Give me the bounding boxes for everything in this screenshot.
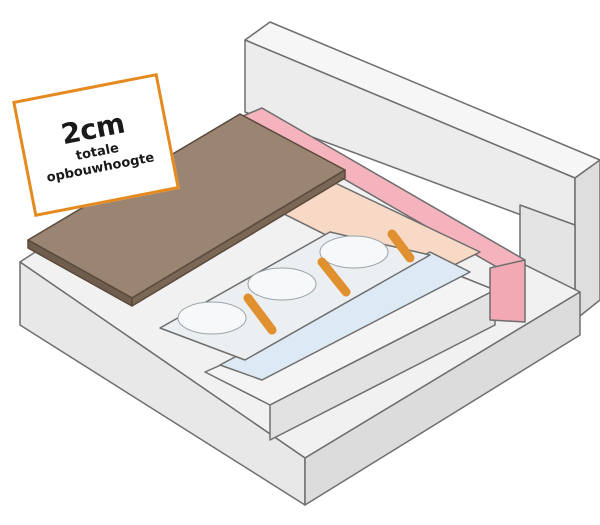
heating-pipe-1 xyxy=(243,293,277,335)
concrete-slab-side xyxy=(304,291,581,506)
heating-pipe-3 xyxy=(387,229,415,263)
floor-tile-side xyxy=(131,169,346,307)
panel-bump-3 xyxy=(319,235,389,269)
heating-pipe-2 xyxy=(317,257,351,297)
panel-bump-1 xyxy=(177,301,247,335)
step-layer-front xyxy=(269,289,496,441)
panel-bump-2 xyxy=(247,267,317,301)
edge-insulation-front xyxy=(489,259,526,323)
